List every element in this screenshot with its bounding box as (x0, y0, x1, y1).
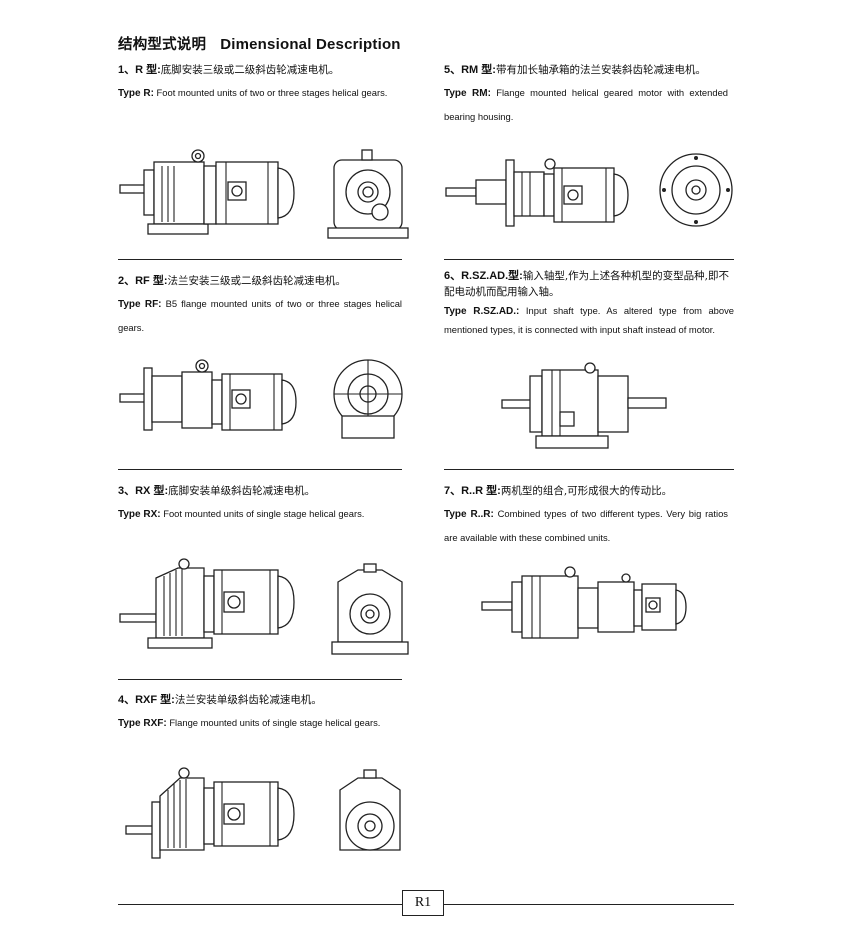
section-r: 1、R 型:底脚安装三级或二级斜齿轮减速电机。 Type R: Foot mou… (118, 61, 402, 105)
section-cn-desc: 两机型的组合,可形成很大的传动比。 (500, 485, 673, 497)
section-heading: 7、R..R 型: (444, 485, 501, 497)
section-rx: 3、RX 型:底脚安装单级斜齿轮减速电机。 Type RX: Foot moun… (118, 482, 402, 526)
type-label: Type R..R: (444, 509, 494, 520)
section-cn-desc: 底脚安装三级或二级斜齿轮减速电机。 (160, 64, 340, 76)
type-label: Type RXF: (118, 718, 167, 729)
rx-type-side-view-drawing (119, 558, 295, 649)
rx-type-front-view-drawing (331, 563, 409, 655)
section-divider (118, 259, 402, 260)
section-heading: 5、RM 型: (444, 64, 496, 76)
section-heading: 3、RX 型: (118, 485, 169, 497)
r-r-type-combined-drawing (481, 566, 687, 639)
page-number: R1 (402, 890, 444, 916)
section-cn-desc: 法兰安装三级或二级斜齿轮减速电机。 (167, 275, 347, 287)
type-description: Flange mounted units of single stage hel… (169, 717, 381, 728)
page-title: 结构型式说明 Dimensional Description (118, 33, 401, 54)
type-label: Type RM: (444, 88, 491, 99)
type-label: Type RX: (118, 509, 161, 520)
type-label: Type RF: (118, 299, 162, 310)
section-heading: 1、R 型: (118, 64, 161, 76)
section-heading: 4、RXF 型: (118, 694, 175, 706)
r-type-side-view-drawing (119, 149, 295, 235)
section-r-r: 7、R..R 型:两机型的组合,可形成很大的传动比。 Type R..R: Co… (444, 482, 728, 549)
section-divider (118, 469, 402, 470)
section-rf: 2、RF 型:法兰安装三级或二级斜齿轮减速电机。 Type RF: B5 fla… (118, 272, 402, 339)
rszad-type-drawing (501, 362, 667, 449)
section-heading: 2、RF 型: (118, 275, 168, 287)
section-divider (444, 259, 734, 260)
section-heading: 6、R.SZ.AD.型: (444, 270, 523, 282)
rf-type-side-view-drawing (119, 359, 297, 431)
type-description: Combined types of two different types. V… (444, 508, 728, 543)
section-rxf: 4、RXF 型:法兰安装单级斜齿轮减速电机。 Type RXF: Flange … (118, 691, 402, 735)
type-description: Flange mounted helical geared motor with… (444, 87, 728, 122)
section-cn-desc: 底脚安装单级斜齿轮减速电机。 (168, 485, 316, 497)
type-description: Input shaft type. As altered type from a… (444, 305, 735, 335)
rxf-type-side-view-drawing (125, 767, 295, 859)
rm-type-front-view-drawing (659, 153, 733, 227)
type-label: Type R.SZ.AD.: (444, 306, 520, 317)
type-label: Type R: (118, 88, 154, 99)
type-description: B5 flange mounted units of two or three … (118, 298, 402, 333)
section-rszad: 6、R.SZ.AD.型:输入轴型,作为上述各种机型的变型品种,即不配电动机而配用… (444, 268, 734, 338)
section-cn-desc: 输入轴型,作为上述各种机型的变型品种,即不配电动机而配用输入轴。 (444, 270, 730, 298)
section-cn-desc: 带有加长轴承箱的法兰安装斜齿轮减速电机。 (495, 64, 706, 76)
rm-type-side-view-drawing (445, 158, 629, 227)
r-type-front-view-drawing (327, 149, 409, 239)
type-description: Foot mounted units of two or three stage… (156, 87, 388, 98)
section-rm: 5、RM 型:带有加长轴承箱的法兰安装斜齿轮减速电机。 Type RM: Fla… (444, 61, 728, 128)
section-divider (118, 679, 402, 680)
title-cn: 结构型式说明 (118, 37, 207, 53)
section-cn-desc: 法兰安装单级斜齿轮减速电机。 (174, 694, 322, 706)
rxf-type-front-view-drawing (339, 769, 401, 851)
section-divider (444, 469, 734, 470)
rf-type-front-view-drawing (333, 359, 403, 439)
type-description: Foot mounted units of single stage helic… (163, 508, 365, 519)
title-en: Dimensional Description (220, 36, 401, 53)
